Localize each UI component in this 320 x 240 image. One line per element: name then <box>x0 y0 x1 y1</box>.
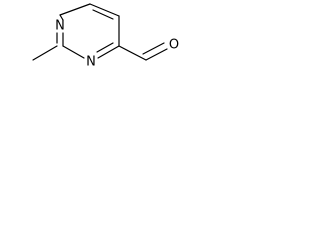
atom-label-n1: N <box>55 19 65 34</box>
bond-c3-n3 <box>97 45 120 59</box>
bond-methyl <box>32 45 58 61</box>
bond-c4-c5-inner <box>92 9 114 20</box>
atom-label-n3: N <box>86 55 96 70</box>
bond-carbonyl-oxygen <box>145 48 168 61</box>
bond-carbonyl-oxygen-inner <box>142 42 165 55</box>
bond-c3-n3-inner <box>96 42 114 53</box>
bond-c6-c5 <box>59 3 91 16</box>
pyrimidine-ring <box>56 3 120 59</box>
aldehyde-group <box>118 42 168 61</box>
bond-ring-carbonyl <box>118 45 147 61</box>
structure-diagram: N N O <box>32 3 179 70</box>
bond-n1-c6 <box>59 14 64 21</box>
bond-n3-c2 <box>62 45 85 59</box>
atom-label-o: O <box>169 38 179 53</box>
bond-c5-c4 <box>89 3 120 17</box>
